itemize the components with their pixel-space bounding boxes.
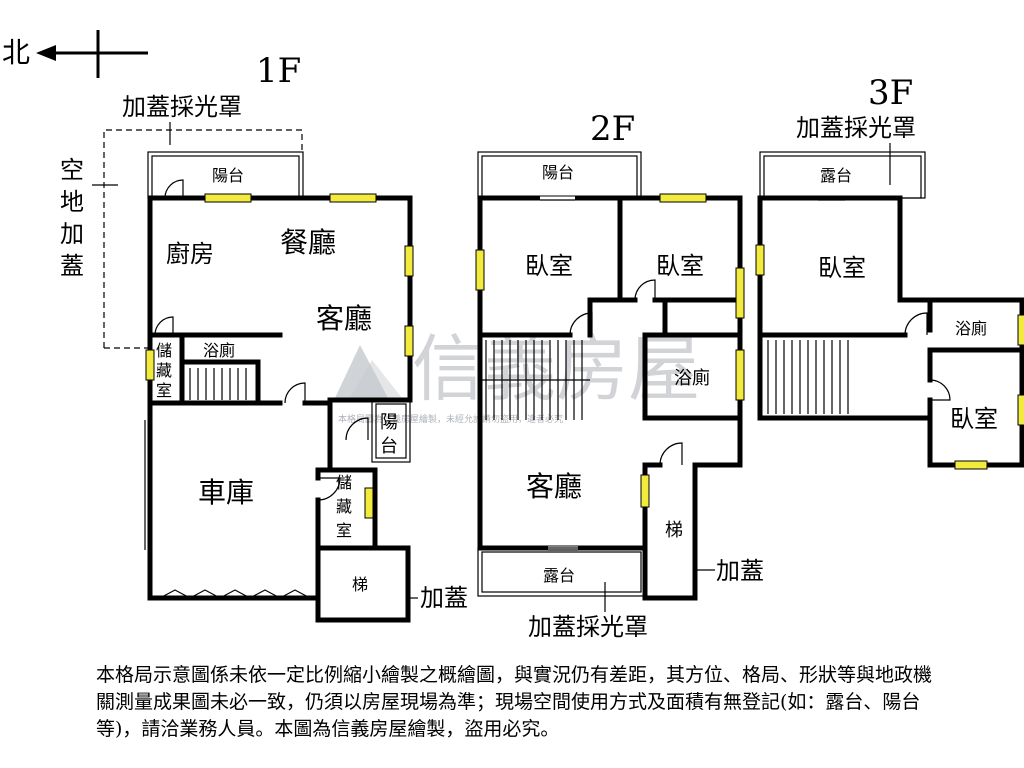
f1-open-space-4: 蓋: [60, 252, 84, 280]
f1-open-space-2: 地: [60, 188, 84, 216]
f1-side-balcony-2: 台: [380, 436, 398, 457]
f1-skylight-label: 加蓋採光罩: [122, 93, 242, 121]
f1-garage-label: 車庫: [198, 476, 254, 509]
f1-side-balcony-1: 陽: [380, 412, 398, 433]
f2-bath-label: 浴廁: [674, 367, 710, 389]
f1-kitchen-label: 廚房: [166, 240, 214, 268]
f1-open-space-1: 空: [60, 156, 84, 184]
f1-open-space-3: 加: [60, 220, 84, 248]
f1-storage-2: 藏: [156, 361, 172, 380]
f1-balcony-label: 陽台: [212, 166, 244, 185]
watermark-brand: 信義房屋: [412, 327, 700, 411]
north-label: 北: [2, 36, 30, 69]
brand-logo-icon: [335, 345, 388, 398]
f1-living-label: 客廳: [316, 302, 372, 335]
floor-2f: 2F 陽台: [475, 109, 764, 641]
f2-balcony-label: 陽台: [542, 163, 574, 182]
f3-bedroom2-label: 臥室: [950, 405, 998, 433]
f1-stairs-hatching: [189, 368, 247, 400]
floor-2f-title: 2F: [590, 109, 635, 149]
f3-bath-label: 浴廁: [955, 319, 987, 338]
f1-bath-label: 浴廁: [203, 341, 235, 360]
floor-3f-title: 3F: [868, 73, 913, 113]
f1-storage-1: 儲: [156, 341, 172, 360]
disclaimer-text: 本格局示意圖係未依一定比例縮小繪製之概繪圖，與實況仍有差距，其方位、格局、形狀等…: [96, 664, 933, 740]
f2-bedroom1-label: 臥室: [525, 252, 573, 280]
arrow-head-icon: [36, 45, 56, 61]
f1-stairs-label: 梯: [352, 575, 368, 594]
f1-storage2-3: 室: [336, 521, 352, 540]
f1-addition-label: 加蓋: [420, 584, 468, 612]
f3-skylight-label: 加蓋採光罩: [796, 114, 916, 142]
f1-dining-label: 餐廳: [280, 226, 336, 259]
f2-stairs-hatching: [480, 340, 590, 420]
f1-storage2-2: 藏: [336, 497, 352, 516]
f1-storage2-1: 儲: [336, 473, 352, 492]
f2-stairs-label: 梯: [665, 520, 683, 541]
floor-1f: 1F 加蓋採光罩 空 地 加 蓋 陽台: [60, 51, 468, 623]
f1-storage-3: 室: [156, 381, 172, 400]
f2-addition-label: 加蓋: [716, 557, 764, 585]
f2-terrace-label: 露台: [543, 566, 575, 585]
f2-skylight-label: 加蓋採光罩: [528, 613, 648, 641]
f3-terrace-label: 露台: [820, 166, 852, 185]
watermark: 信義房屋 本格局圖為信義房屋繪製，未經允許請勿盜用，違者必究: [335, 327, 700, 425]
f3-stairs-hatching: [767, 340, 849, 414]
north-arrow: 北: [2, 30, 148, 78]
floor-1f-title: 1F: [256, 51, 301, 91]
floor-3f: 3F 加蓋採光罩 露台: [755, 73, 1024, 470]
watermark-notice: 本格局圖為信義房屋繪製，未經允許請勿盜用，違者必究: [338, 413, 563, 425]
f2-living-label: 客廳: [526, 470, 582, 503]
f3-bedroom1-label: 臥室: [818, 254, 866, 282]
f2-bedroom2-label: 臥室: [656, 252, 704, 280]
floor-plan-drawing: 北 信義房屋 本格局圖為信義房屋繪製，未經允許請勿盜用，違者必究 1F 加蓋採光…: [2, 30, 1024, 641]
